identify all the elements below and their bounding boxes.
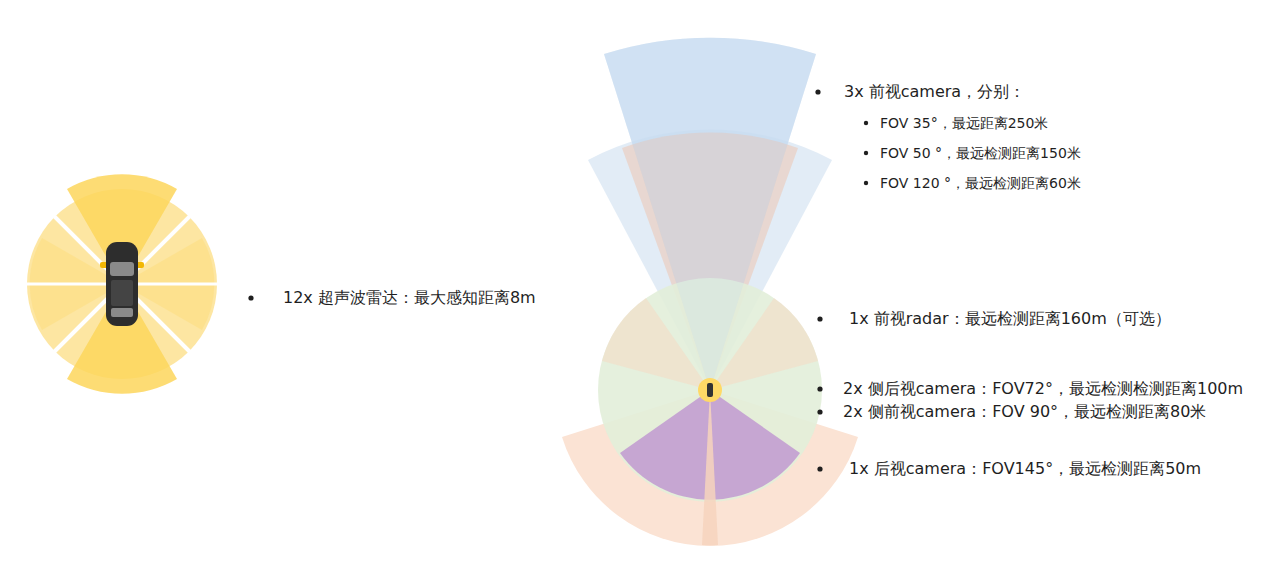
camera-coverage [562,38,858,546]
sensor-spec-label: 1x 前视radar：最远检测距离160m（可选） [849,309,1171,328]
bullet-dots [248,89,868,471]
sensor-spec-label: 2x 侧前视camera：FOV 90°，最远检测距离80米 [843,402,1206,421]
sensor-spec-label: 2x 侧后视camera：FOV72°，最远检测检测距离100m [843,379,1243,398]
sensor-spec-label: FOV 35°，最远距离250米 [880,115,1048,132]
sensor-spec-label: 1x 后视camera：FOV145°，最远检测距离50m [849,459,1201,478]
ultrasonic-coverage [22,174,222,393]
sensor-spec-label: 12x 超声波雷达：最大感知距离8m [283,288,536,307]
sensor-spec-label: 3x 前视camera，分别： [844,82,1025,101]
car-icon [100,242,144,326]
sensor-spec-label: FOV 120 °，最远检测距离60米 [880,175,1081,192]
sensor-spec-label: FOV 50 °，最远检测距离150米 [880,145,1081,162]
